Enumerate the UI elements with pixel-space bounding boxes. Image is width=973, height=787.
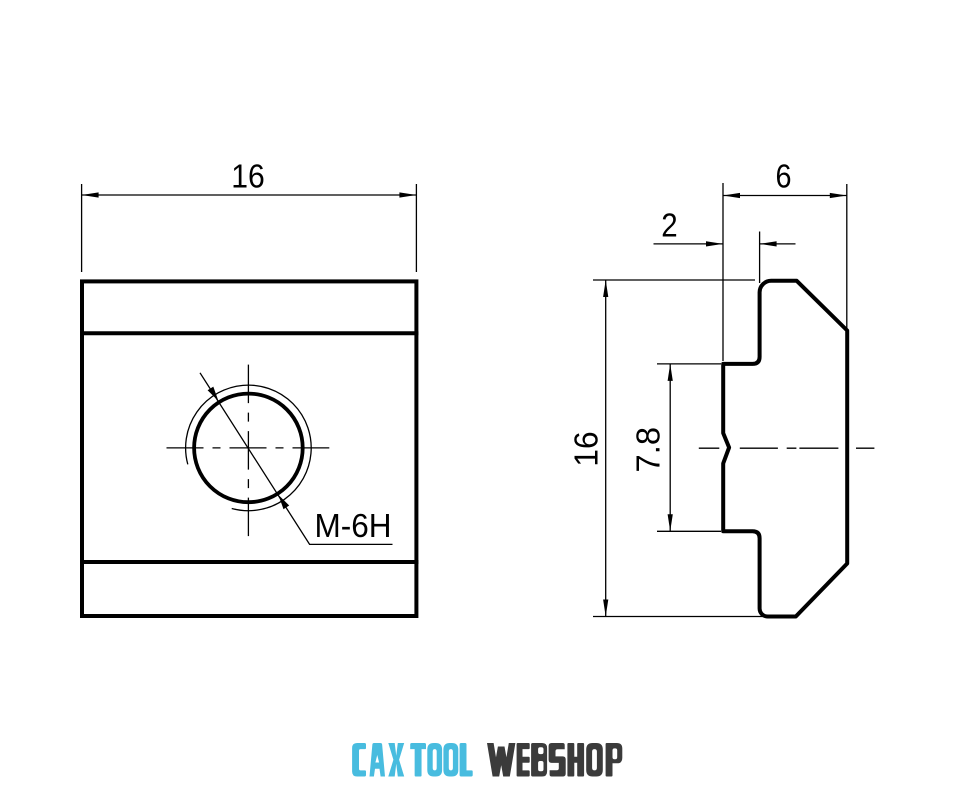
svg-text:7.8: 7.8 <box>630 427 667 473</box>
svg-text:16: 16 <box>231 158 265 195</box>
svg-text:6: 6 <box>776 157 792 194</box>
svg-text:16: 16 <box>567 431 604 466</box>
svg-text:M-6H: M-6H <box>315 507 392 544</box>
svg-text:2: 2 <box>661 207 677 244</box>
